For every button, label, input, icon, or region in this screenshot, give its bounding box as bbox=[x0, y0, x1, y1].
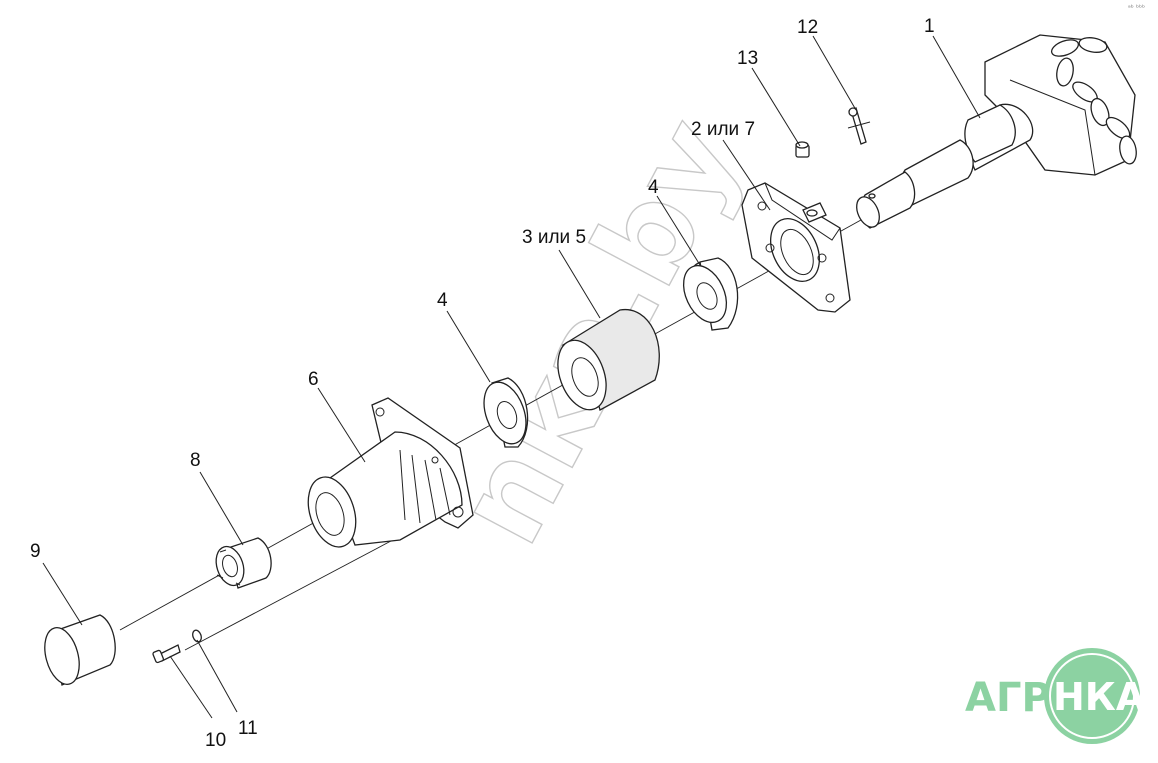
callout-2-or-7: 2 или 7 bbox=[691, 119, 755, 140]
callout-13: 13 bbox=[737, 48, 758, 69]
callout-1: 1 bbox=[924, 16, 935, 37]
leader-lines bbox=[42, 35, 981, 719]
logo-right-text: НКА bbox=[1053, 675, 1146, 719]
callout-6: 6 bbox=[308, 369, 319, 390]
callout-8: 8 bbox=[190, 450, 201, 471]
logo-circle bbox=[1044, 648, 1140, 744]
callout-4-lower: 4 bbox=[437, 290, 448, 311]
logo-circle-ring bbox=[1049, 653, 1135, 739]
callout-9: 9 bbox=[30, 541, 41, 562]
part-4-washer-lower bbox=[483, 377, 529, 448]
callout-11: 11 bbox=[238, 718, 258, 739]
callout-10: 10 bbox=[205, 730, 226, 751]
part-3-or-5-bushing bbox=[557, 309, 660, 411]
callout-12: 12 bbox=[797, 17, 818, 38]
part-2-or-7-flange-plate bbox=[741, 182, 851, 313]
part-9-cap bbox=[44, 614, 116, 686]
callouts: 1 12 13 2 или 7 4 3 или 5 4 6 8 9 10 11 bbox=[30, 16, 935, 751]
corner-mark: ᵃᵇ ᵇᵇᵇ bbox=[1128, 4, 1145, 12]
part-8-castle-nut bbox=[215, 537, 272, 589]
part-12-cotter-pin bbox=[847, 107, 871, 145]
part-11-small-washer bbox=[192, 629, 202, 643]
agronka-logo: АГРО НКА bbox=[965, 648, 1146, 744]
callout-3-or-5: 3 или 5 bbox=[522, 227, 586, 248]
part-6-housing bbox=[307, 397, 474, 548]
callout-4-upper: 4 bbox=[648, 177, 659, 198]
part-10-bolt bbox=[152, 644, 181, 664]
part-4-washer-upper bbox=[682, 257, 739, 331]
part-1-pin-with-chain bbox=[856, 34, 1137, 229]
part-13-grease-nipple bbox=[795, 141, 810, 158]
